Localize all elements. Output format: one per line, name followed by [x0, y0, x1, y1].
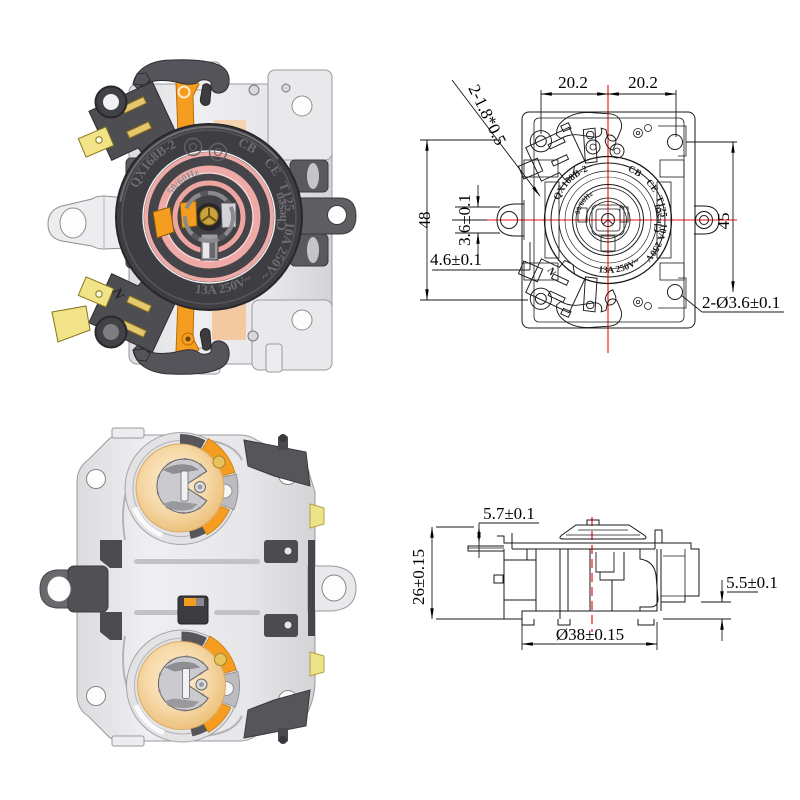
svg-text:Chesen: Chesen	[270, 190, 289, 232]
svg-text:4.6±0.1: 4.6±0.1	[430, 250, 482, 269]
svg-text:26±0.15: 26±0.15	[409, 549, 428, 605]
svg-text:20.2: 20.2	[558, 73, 588, 92]
svg-text:20.2: 20.2	[628, 73, 658, 92]
svg-text:Ø38±0.15: Ø38±0.15	[556, 625, 624, 644]
svg-text:2-Ø3.6±0.1: 2-Ø3.6±0.1	[702, 293, 780, 312]
svg-text:2-1.8*0.5: 2-1.8*0.5	[464, 81, 510, 148]
svg-text:N: N	[544, 266, 558, 278]
svg-text:45: 45	[714, 213, 733, 230]
svg-text:48: 48	[415, 212, 434, 229]
svg-text:13A 250V~: 13A 250V~	[598, 256, 642, 276]
svg-text:5.7±0.1: 5.7±0.1	[483, 504, 535, 523]
svg-text:Chesen: Chesen	[652, 203, 664, 234]
svg-text:5.5±0.1: 5.5±0.1	[726, 573, 778, 592]
svg-text:3.6±0.1: 3.6±0.1	[455, 194, 474, 246]
